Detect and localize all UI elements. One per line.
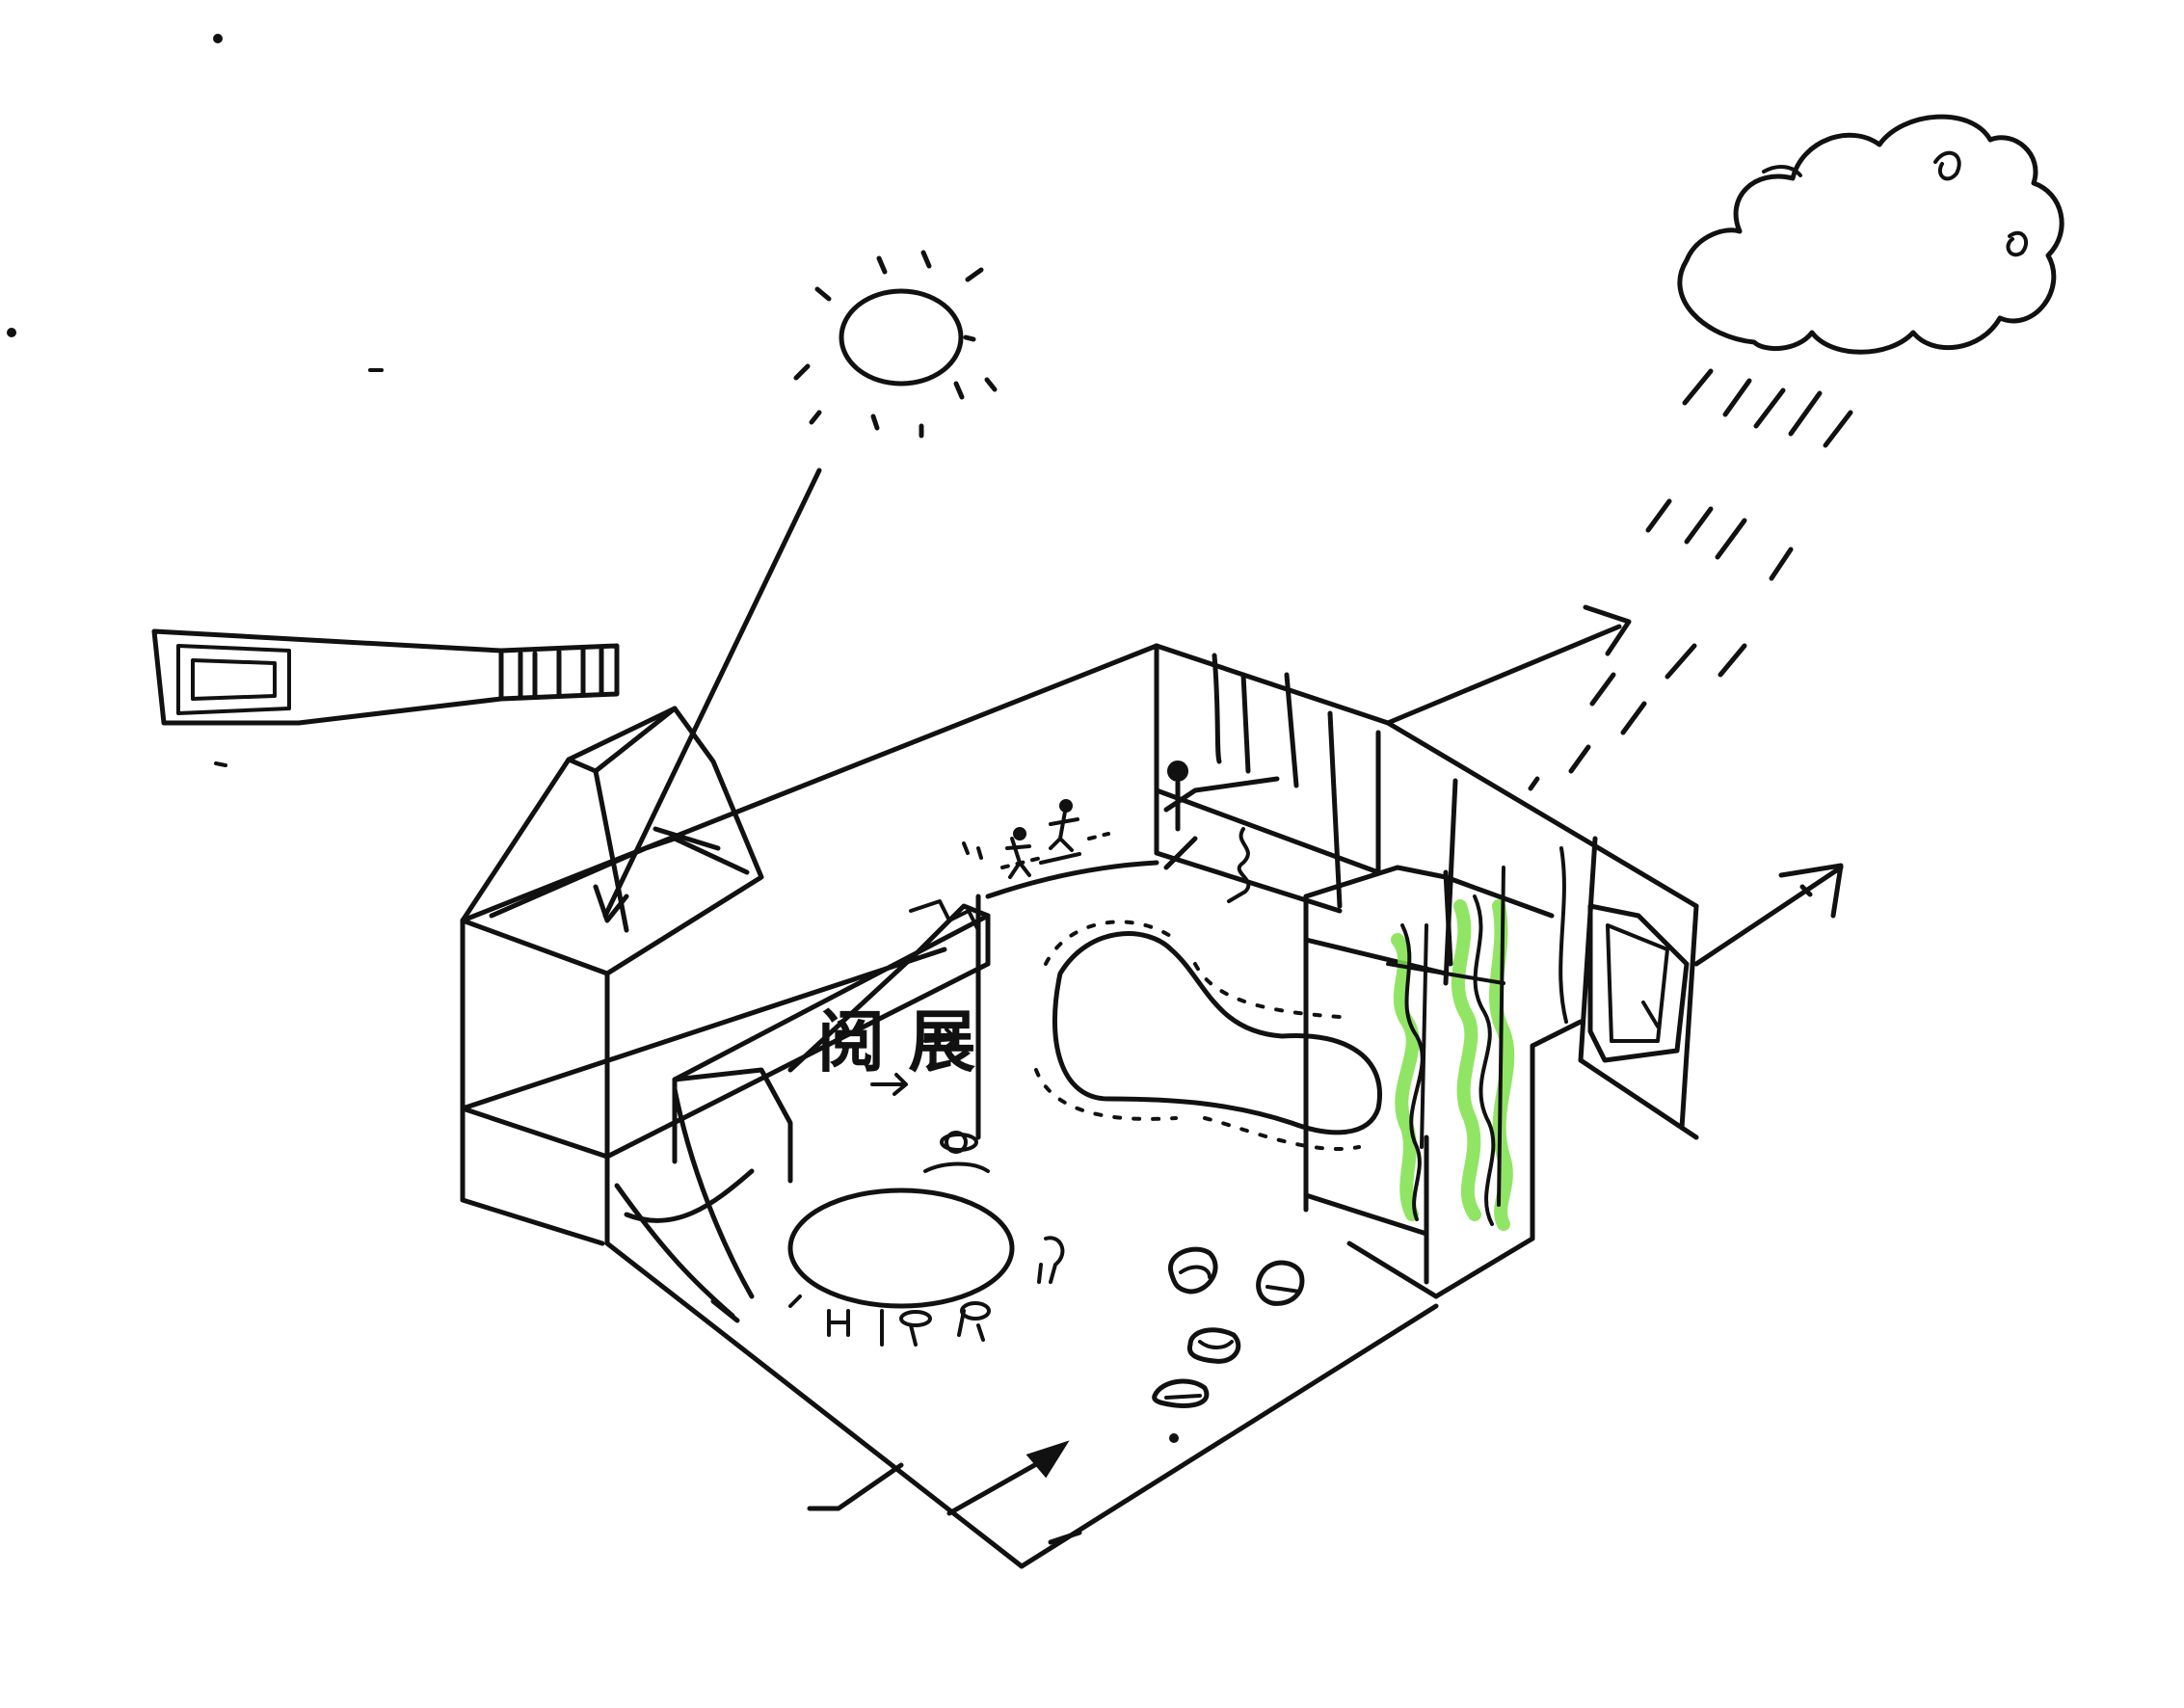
stepping-stones xyxy=(1152,1246,1305,1443)
view-arrow-icon xyxy=(1385,604,1844,967)
rain-icon xyxy=(1528,368,1853,791)
telescope-icon xyxy=(151,628,620,726)
entry-arrow-icon xyxy=(807,1440,1070,1516)
cloud-icon xyxy=(1677,114,2064,355)
stray-marks xyxy=(7,34,384,767)
right-building xyxy=(1154,643,1699,1299)
sun-icon xyxy=(793,250,998,439)
stick-figure-icon xyxy=(962,799,1110,879)
left-building xyxy=(460,706,947,1246)
table-and-stools xyxy=(787,1133,1065,1347)
exhibition-sign: 阅 展 xyxy=(817,1002,975,1081)
exhibition-wing: 阅 展 xyxy=(604,894,991,1323)
pond xyxy=(1034,920,1382,1151)
